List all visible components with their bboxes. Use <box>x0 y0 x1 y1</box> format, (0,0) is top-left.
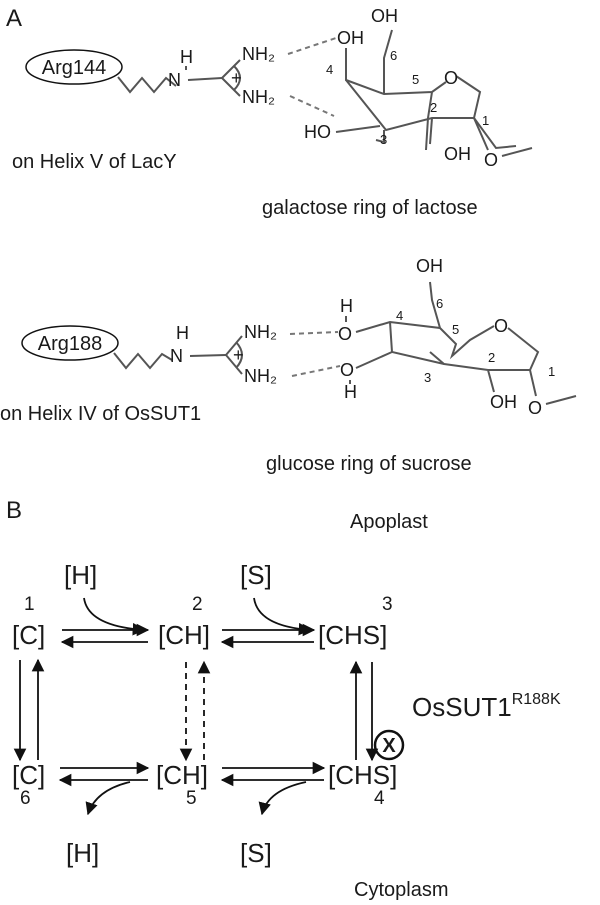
h-binding-label: [H] <box>64 560 97 590</box>
galactose-ring <box>345 29 517 151</box>
arrow-s-release <box>258 781 307 816</box>
arrow-h-release <box>85 781 131 816</box>
galactose-ho-c3: HO <box>304 122 331 142</box>
block-circle <box>373 729 405 761</box>
galactose-oh-c6: OH <box>371 6 398 26</box>
glucose-ring <box>355 281 540 397</box>
arg144-nh2-upper: NH₂ <box>242 44 275 64</box>
arg188-cn-bond <box>189 354 227 357</box>
state-index-4: 4 <box>374 788 385 809</box>
state-1-c: [C] <box>12 620 45 650</box>
glucose-num-1: 1 <box>548 364 555 379</box>
mutant-label: OsSUT1R188K <box>412 691 561 722</box>
state-index-1: 1 <box>24 594 35 615</box>
arg144-guanidinium <box>221 59 241 97</box>
state-2-ch: [CH] <box>158 620 210 650</box>
glucose-num-6: 6 <box>436 296 443 311</box>
ossut1-arg188-structure: Arg188 N H + NH₂ NH₂ H O OH O O H OH O 1… <box>0 256 577 475</box>
state-5-ch: [CH] <box>156 760 208 790</box>
block-x-icon: X <box>382 735 396 757</box>
glucose-num-4: 4 <box>396 308 403 323</box>
ossut1-helix-caption: on Helix IV of OsSUT1 <box>0 403 201 425</box>
glucose-o-ring: O <box>494 316 508 336</box>
arg144-ellipse <box>25 49 123 85</box>
glucose-num-3: 3 <box>424 370 431 385</box>
s-binding-label: [S] <box>240 560 272 590</box>
arrow-h-binding <box>83 597 146 636</box>
mutant-superscript: R188K <box>512 691 561 708</box>
glucose-o-methoxy: O <box>528 398 542 418</box>
galactose-caption: galactose ring of lactose <box>262 197 478 219</box>
galactose-num-6: 6 <box>390 48 397 63</box>
kinetic-arrows <box>13 597 379 816</box>
hbond-1 <box>287 37 337 55</box>
galactose-o-methoxy: O <box>484 150 498 170</box>
arg188-guanidinium <box>225 335 243 375</box>
galactose-oh-c2: OH <box>444 144 471 164</box>
galactose-num-1: 1 <box>482 113 489 128</box>
state-index-3: 3 <box>382 594 393 615</box>
glucose-caption: glucose ring of sucrose <box>266 453 472 475</box>
galactose-num-2: 2 <box>430 100 437 115</box>
state-4-chs: [CHS] <box>328 760 397 790</box>
arg188-side-chain <box>113 352 173 370</box>
arg144-label: Arg144 <box>42 57 107 79</box>
h-release-label: [H] <box>66 838 99 868</box>
galactose-num-5: 5 <box>412 72 419 87</box>
arg188-ellipse <box>21 325 119 361</box>
arg144-cn-bond <box>187 77 223 81</box>
glucose-oh-c6: OH <box>416 256 443 276</box>
panel-a-label: A <box>6 5 22 32</box>
lacy-helix-caption: on Helix V of LacY <box>12 151 177 173</box>
arg188-nh2-upper: NH₂ <box>244 322 277 342</box>
galactose-o-ring: O <box>444 68 458 88</box>
arg144-n: N <box>168 70 181 90</box>
arg188-h: H <box>176 323 189 343</box>
galactose-num-4: 4 <box>326 62 333 77</box>
hbond-2 <box>289 95 335 117</box>
arg188-n: N <box>170 346 183 366</box>
state-index-6: 6 <box>20 788 31 809</box>
glucose-h-top: H <box>340 296 353 316</box>
arg188-plus: + <box>233 345 244 365</box>
apoplast-label: Apoplast <box>350 511 428 533</box>
state-3-chs: [CHS] <box>318 620 387 650</box>
hbond-3 <box>289 331 339 335</box>
glucose-oh-c2: OH <box>490 392 517 412</box>
arg144-h: H <box>180 47 193 67</box>
glucose-h-bottom: H <box>344 382 357 402</box>
arg144-nh2-lower: NH₂ <box>242 87 275 107</box>
glucose-o-c4: O <box>338 324 352 344</box>
panel-b-label: B <box>6 497 22 524</box>
glucose-num-5: 5 <box>452 322 459 337</box>
galactose-num-3: 3 <box>380 132 387 147</box>
s-release-label: [S] <box>240 838 272 868</box>
galactose-oh-c4: OH <box>337 28 364 48</box>
hbond-4 <box>291 365 341 377</box>
arrow-s-binding <box>253 597 312 636</box>
state-index-2: 2 <box>192 594 203 615</box>
arg144-side-chain <box>117 76 177 94</box>
arg188-nh2-lower: NH₂ <box>244 366 277 386</box>
state-index-5: 5 <box>186 788 197 809</box>
cytoplasm-label: Cytoplasm <box>354 879 448 901</box>
glucose-o-c3: O <box>340 360 354 380</box>
glucose-num-2: 2 <box>488 350 495 365</box>
state-6-c: [C] <box>12 760 45 790</box>
lacy-arg144-structure: Arg144 N H + NH₂ NH₂ OH OH O HO OH O 1 2… <box>12 6 533 219</box>
arg188-label: Arg188 <box>38 333 103 355</box>
arg144-plus: + <box>231 68 242 88</box>
